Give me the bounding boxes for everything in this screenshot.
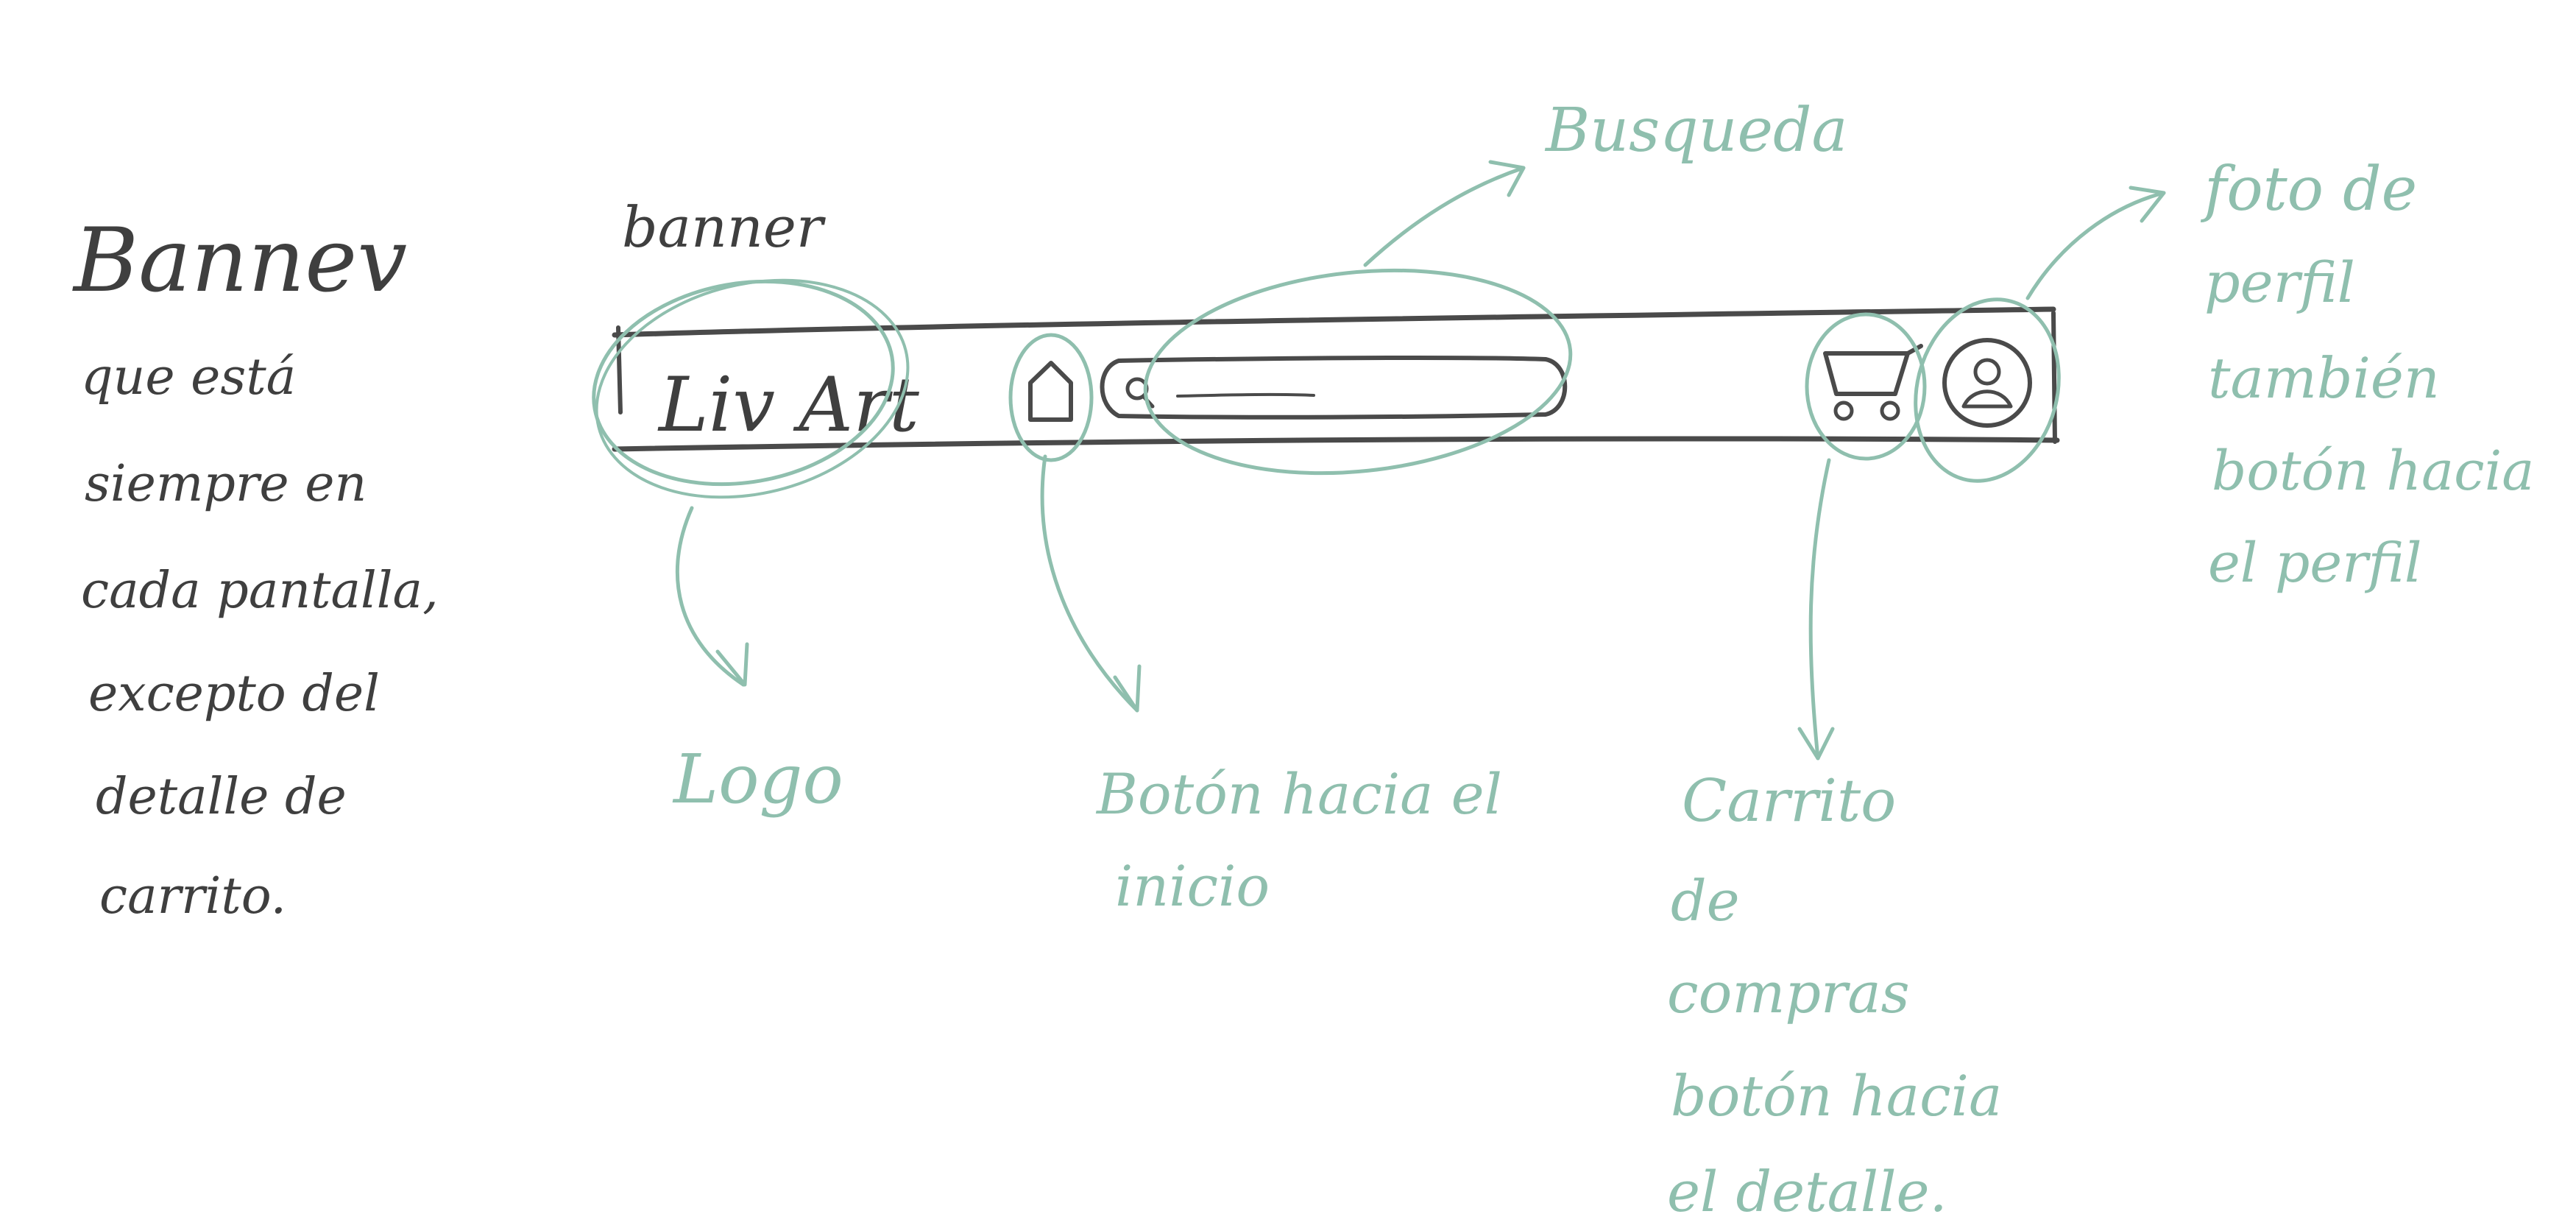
- logo-arrow: [675, 506, 746, 687]
- cart-annotation-line-5: el detalle.: [1667, 1159, 1947, 1224]
- sidebar-note-line-2: siempre en: [85, 455, 367, 513]
- profile-arrow: [2025, 191, 2166, 300]
- annotations: Logo Botón hacia el inicio Busqueda Carr…: [672, 96, 2534, 1224]
- home-highlight: [1008, 333, 1094, 462]
- profile-annotation-line-3: también: [2208, 345, 2440, 411]
- profile-annotation-line-2: perfil: [2204, 250, 2355, 315]
- banner-right-edge: [2051, 311, 2057, 444]
- sidebar-note: Bannev que está siempre en cada pantalla…: [72, 210, 439, 925]
- home-arrowhead: [1113, 664, 1142, 713]
- profile-arrowhead: [2129, 186, 2166, 223]
- cart-arrowhead: [1797, 727, 1835, 761]
- banner-wireframe: Liv Art: [612, 306, 2060, 452]
- home-arrow: [1040, 454, 1139, 713]
- search-arrowhead: [1488, 160, 1526, 197]
- annotation-arrows: [675, 160, 2166, 761]
- cart-highlight: [1805, 312, 1927, 461]
- sidebar-note-line-3: cada pantalla,: [81, 562, 439, 620]
- search-annotation: Busqueda: [1544, 96, 1847, 166]
- sidebar-note-line-4: excepto del: [88, 665, 380, 723]
- search-input[interactable]: [1100, 355, 1568, 420]
- logo-annotation: Logo: [672, 740, 843, 819]
- cart-annotation-line-3: compras: [1667, 960, 1910, 1026]
- sidebar-note-line-6: carrito.: [99, 867, 286, 925]
- profile-icon[interactable]: [1942, 338, 2032, 428]
- logo-arrowhead: [715, 642, 749, 687]
- cart-annotation-line-4: botón hacia: [1671, 1063, 2002, 1129]
- search-placeholder-line: [1176, 392, 1315, 398]
- cart-arrow: [1808, 458, 1831, 761]
- profile-annotation-line-1: foto de: [2200, 155, 2417, 225]
- cart-icon[interactable]: [1823, 344, 1923, 421]
- profile-annotation-line-4: botón hacia: [2212, 440, 2534, 503]
- banner-top-edge: [612, 306, 2056, 338]
- cart-annotation-line-2: de: [1671, 868, 1740, 934]
- sidebar-note-title: Bannev: [72, 210, 407, 312]
- home-icon[interactable]: [1028, 361, 1073, 422]
- profile-annotation-line-5: el perfil: [2208, 532, 2422, 595]
- sidebar-note-line-5: detalle de: [96, 768, 347, 826]
- logo[interactable]: Liv Art: [657, 361, 920, 449]
- home-annotation-line-1: Botón hacia el: [1095, 761, 1502, 827]
- logo-highlight: [592, 279, 895, 487]
- profile-highlight: [1914, 297, 2061, 483]
- highlight-ellipses: [592, 268, 2061, 499]
- logo-highlight-2: [595, 278, 910, 499]
- search-highlight: [1143, 268, 1573, 476]
- search-arrow: [1363, 166, 1526, 267]
- home-annotation-line-2: inicio: [1115, 853, 1270, 919]
- banner-label: banner: [622, 194, 827, 260]
- sidebar-note-line-1: que está: [81, 348, 296, 406]
- cart-annotation-line-1: Carrito: [1682, 766, 1896, 835]
